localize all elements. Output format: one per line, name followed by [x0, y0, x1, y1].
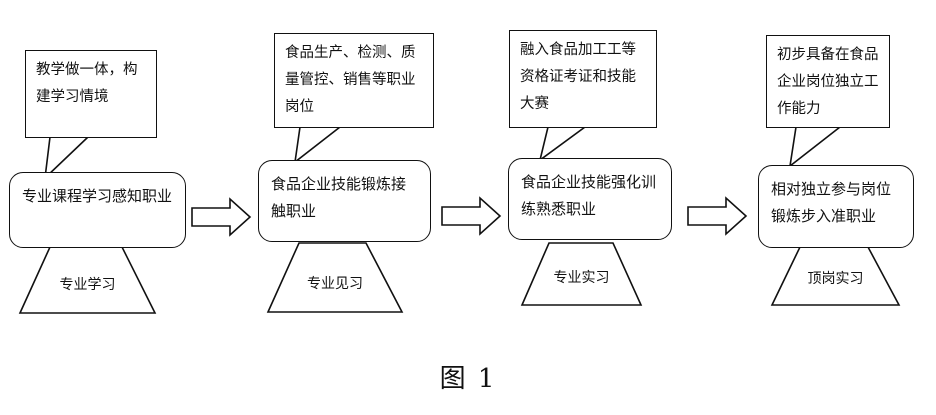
callout-tail-3 [538, 126, 588, 162]
stage-text-3: 食品企业技能强化训练熟悉职业 [521, 173, 657, 218]
base-trapezoid-3 [520, 242, 643, 306]
base-label-2: 专业见习 [307, 276, 363, 292]
callout-tail-2 [293, 126, 343, 164]
figure-caption: 图 1 [439, 364, 497, 394]
callout-text-4: 初步具备在食品企业岗位独立工作能力 [777, 47, 879, 117]
base-label-1: 专业学习 [59, 277, 116, 293]
stage-text-1: 专业课程学习感知职业 [22, 187, 173, 205]
stage-box-4: 相对独立参与岗位锻炼步入准职业 [758, 165, 914, 248]
callout-stage-3: 融入食品加工工等资格证考证和技能大赛 [509, 30, 657, 128]
callout-stage-4: 初步具备在食品企业岗位独立工作能力 [766, 35, 890, 128]
arrow-3 [687, 196, 748, 236]
callout-stage-2: 食品生产、检测、质量管控、销售等职业岗位 [274, 33, 434, 128]
arrow-1 [191, 197, 252, 237]
stage-box-3: 食品企业技能强化训练熟悉职业 [508, 158, 672, 240]
callout-text-3: 融入食品加工工等资格证考证和技能大赛 [520, 42, 636, 112]
base-label-3: 专业实习 [553, 270, 610, 286]
arrow-2 [441, 196, 502, 236]
callout-tail-4 [788, 126, 843, 168]
stage-box-2: 食品企业技能锻炼接触职业 [258, 160, 431, 242]
stage-box-1: 专业课程学习感知职业 [9, 172, 186, 248]
base-label-4: 顶岗实习 [807, 271, 864, 287]
stage-text-4: 相对独立参与岗位锻炼步入准职业 [771, 180, 892, 225]
callout-text-2: 食品生产、检测、质量管控、销售等职业岗位 [285, 45, 416, 115]
callout-stage-1: 教学做一体，构建学习情境 [25, 50, 157, 138]
callout-text-1: 教学做一体，构建学习情境 [36, 62, 138, 105]
stage-text-2: 食品企业技能锻炼接触职业 [271, 175, 407, 220]
base-trapezoid-2 [266, 242, 404, 313]
